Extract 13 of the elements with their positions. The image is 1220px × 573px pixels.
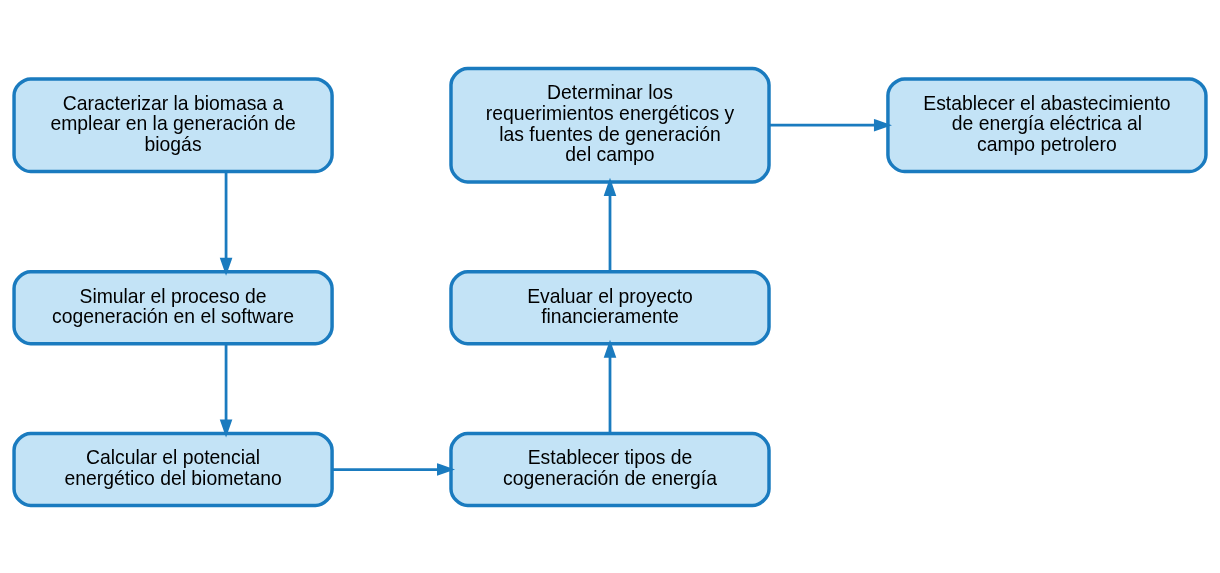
node-box: Caracterizar la biomasa a emplear en la generación de biogás	[12, 76, 334, 173]
arrow	[332, 462, 456, 476]
arrow	[769, 118, 892, 132]
node-box: Simular el proceso de cogeneración en el software	[12, 269, 334, 345]
arrow	[219, 171, 233, 276]
arrow	[219, 343, 233, 438]
arrow	[603, 177, 617, 272]
node-box: Determinar los requerimientos energéticos y las fuentes de generación del campo	[449, 66, 771, 184]
node-box: Calcular el potencial energético del biometano	[12, 431, 334, 507]
node-box: Establecer tipos de cogeneración de energía	[449, 431, 771, 507]
node-box: Establecer el abastecimiento de energía eléctrica al campo petrolero	[886, 76, 1208, 173]
node-box: Evaluar el proyecto financieramente	[449, 269, 771, 345]
arrow	[603, 339, 617, 433]
